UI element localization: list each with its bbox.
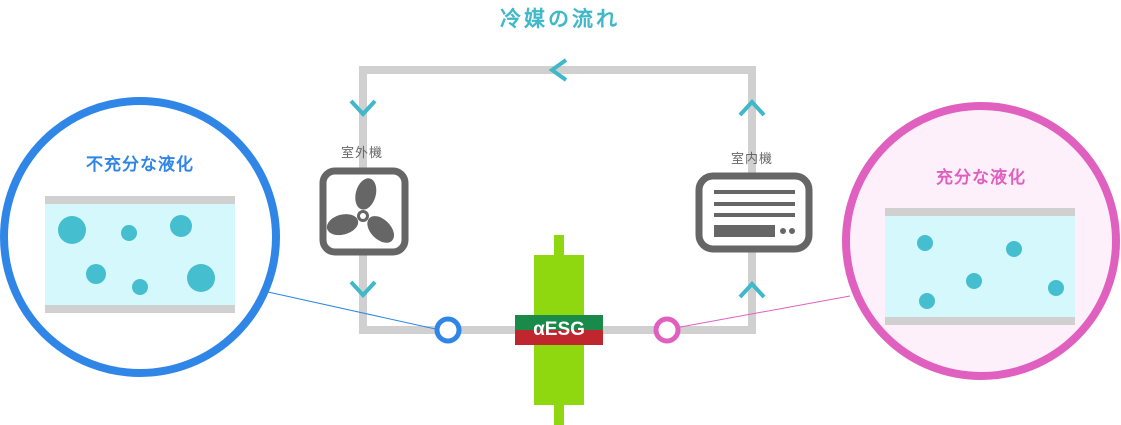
left-detail-title: 不充分な液化 bbox=[86, 155, 194, 175]
indoor-unit-label: 室内機 bbox=[730, 152, 774, 167]
arrow-up-icon bbox=[738, 99, 766, 117]
diagram-title: 冷媒の流れ bbox=[500, 7, 620, 31]
arrow-up-icon bbox=[738, 281, 766, 299]
right-detail-circle bbox=[842, 102, 1120, 380]
esg-logo: αESG bbox=[533, 319, 585, 340]
arrow-left-icon bbox=[548, 58, 568, 82]
outdoor-unit-label: 室外機 bbox=[340, 146, 384, 161]
small-bubbles bbox=[917, 235, 1064, 309]
left-detail-circle bbox=[0, 97, 280, 377]
right-callout-line bbox=[674, 295, 851, 329]
arrow-down-icon bbox=[349, 99, 377, 117]
arrow-down-icon bbox=[349, 280, 377, 298]
right-measure-point bbox=[653, 316, 681, 344]
right-detail-title: 充分な液化 bbox=[936, 168, 1026, 188]
fan-icon bbox=[319, 167, 409, 256]
left-callout-line bbox=[267, 291, 441, 331]
air-conditioner-icon bbox=[695, 172, 813, 253]
large-bubbles bbox=[58, 215, 215, 295]
left-measure-point bbox=[434, 316, 462, 344]
